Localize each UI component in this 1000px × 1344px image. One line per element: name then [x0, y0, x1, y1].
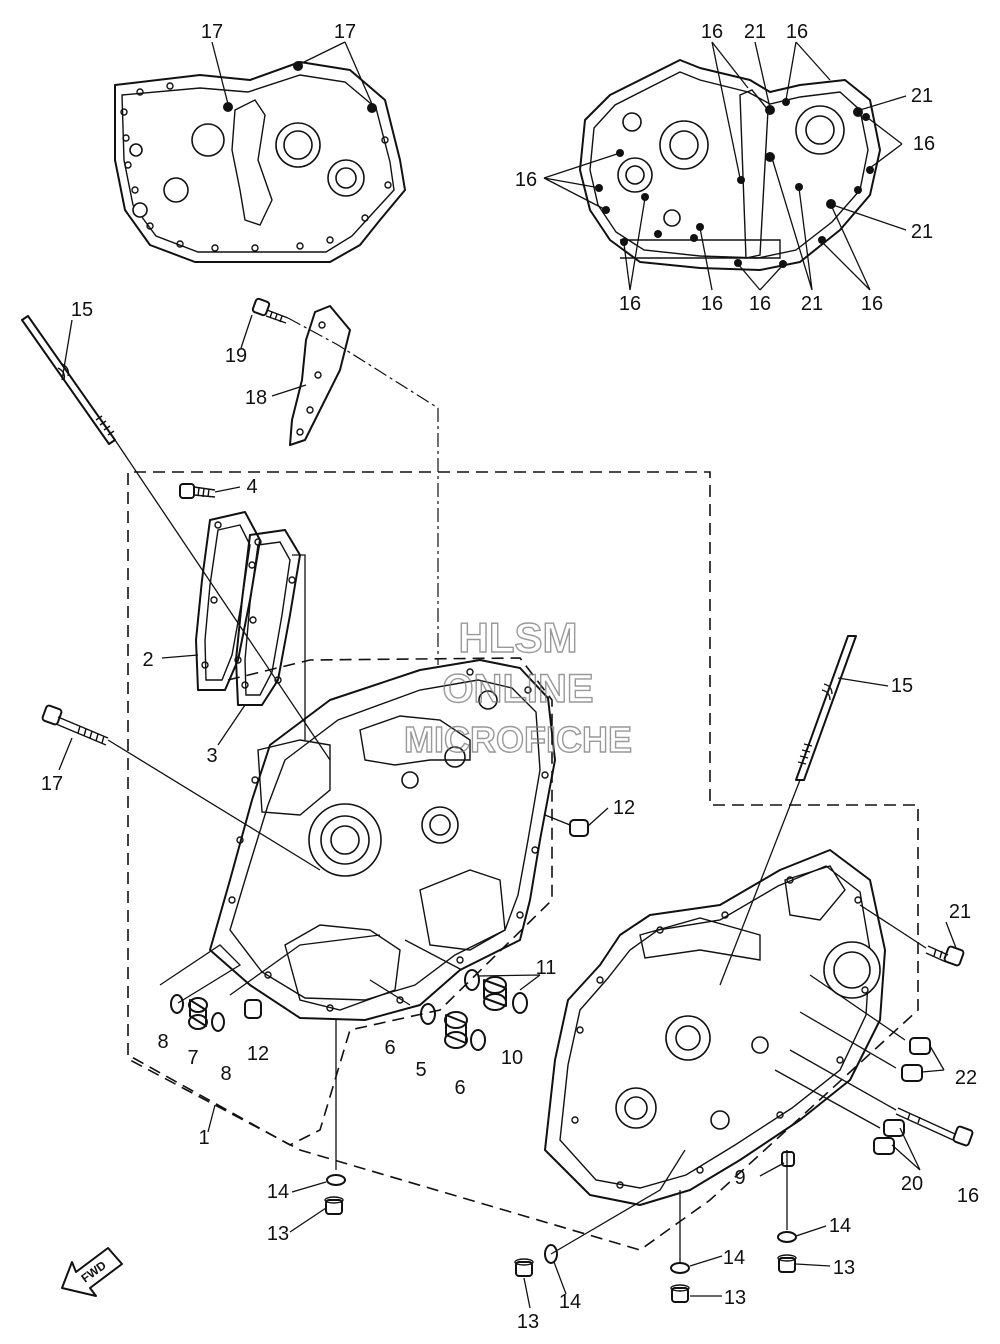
- bolt-16: [895, 1107, 974, 1147]
- callout-16b: 16: [786, 21, 808, 43]
- callout-5: 5: [415, 1059, 426, 1081]
- callout-19: 19: [225, 345, 247, 367]
- callout-7: 7: [187, 1047, 198, 1069]
- callout-13a: 13: [267, 1223, 289, 1245]
- callout-18: 18: [245, 387, 267, 409]
- callout-21e: 21: [949, 901, 971, 923]
- plug-9: [781, 1151, 795, 1167]
- callout-6b: 6: [454, 1077, 465, 1099]
- o-ring-6a: [420, 1003, 436, 1025]
- watermark-line-3: MICROFICHE: [404, 719, 632, 760]
- o-ring-11a: [464, 969, 480, 991]
- washer-14d: [777, 1231, 797, 1243]
- dowel-10: [483, 976, 507, 1011]
- bolt-17: [41, 704, 109, 746]
- callout-4: 4: [246, 476, 257, 498]
- callout-16f: 16: [701, 293, 723, 315]
- callout-1: 1: [198, 1127, 209, 1149]
- dowel-22a: [909, 1037, 931, 1055]
- bolt-19: [251, 297, 289, 324]
- callout-22: 22: [955, 1067, 977, 1089]
- callout-13c: 13: [724, 1287, 746, 1309]
- right-case-outline-inset: [579, 59, 881, 271]
- crankcase-assembly-outline: [127, 471, 919, 1251]
- washer-14b: [544, 1244, 558, 1264]
- gasket-3: [235, 529, 301, 706]
- callout-12a: 12: [247, 1043, 269, 1065]
- o-ring-11b: [512, 992, 528, 1014]
- callout-12b: 12: [613, 797, 635, 819]
- callout-6a: 6: [384, 1037, 395, 1059]
- callout-10: 10: [501, 1047, 523, 1069]
- callout-20: 20: [901, 1173, 923, 1195]
- dowel-20a: [883, 1119, 905, 1137]
- callout-16d: 16: [515, 169, 537, 191]
- callout-15b: 15: [891, 675, 913, 697]
- fwd-label: FWD: [78, 1258, 109, 1286]
- right-crankcase: [544, 849, 886, 1206]
- stud-bolt-right: [795, 635, 857, 781]
- callout-16g: 16: [749, 293, 771, 315]
- assembly-lines: [107, 317, 927, 1262]
- dowel-22b: [901, 1064, 923, 1082]
- callout-21d: 21: [801, 293, 823, 315]
- left-case-outline-inset: [114, 61, 406, 263]
- callout-16i: 16: [957, 1185, 979, 1207]
- callout-16h: 16: [861, 293, 883, 315]
- callout-14c: 14: [723, 1247, 745, 1269]
- callout-3: 3: [206, 745, 217, 767]
- callout-8a: 8: [157, 1031, 168, 1053]
- washer-14c: [670, 1262, 690, 1274]
- drain-bolt-13d: [777, 1254, 797, 1273]
- callout-17a: 17: [201, 21, 223, 43]
- dowel-5: [444, 1011, 468, 1049]
- gasket-2: [195, 511, 261, 691]
- o-ring-6b: [470, 1029, 486, 1051]
- cover-plate-18: [289, 305, 351, 446]
- callout-21b: 21: [911, 85, 933, 107]
- callout-11: 11: [536, 957, 557, 979]
- callout-21c: 21: [911, 221, 933, 243]
- washer-14a: [326, 1174, 346, 1186]
- callout-15a: 15: [71, 299, 93, 321]
- callout-16c: 16: [913, 133, 935, 155]
- callout-17b: 17: [334, 21, 356, 43]
- callouts: 17 17 16 21 16 21 16 16 21 16 16 16 21 1…: [41, 21, 979, 1333]
- callout-21a: 21: [744, 21, 766, 43]
- bolt-4: [179, 483, 216, 499]
- callout-9: 9: [734, 1167, 745, 1189]
- watermark-line-2: ONLINE: [442, 667, 593, 711]
- stud-bolt-left: [21, 315, 116, 445]
- o-ring-8b: [211, 1012, 225, 1032]
- dowel-7: [188, 997, 208, 1030]
- watermark: HLSM ONLINE MICROFICHE: [403, 613, 632, 760]
- callout-17c: 17: [41, 773, 63, 795]
- drain-bolt-13b: [514, 1258, 534, 1277]
- left-case-outline: [127, 657, 553, 1146]
- callout-13d: 13: [833, 1257, 855, 1279]
- drain-bolt-13c: [670, 1284, 690, 1303]
- callout-14d: 14: [829, 1215, 851, 1237]
- callout-leaders: [58, 41, 957, 1309]
- callout-16e: 16: [619, 293, 641, 315]
- callout-16a: 16: [701, 21, 723, 43]
- callout-8b: 8: [220, 1063, 231, 1085]
- dowel-20b: [873, 1137, 895, 1155]
- fwd-arrow-icon: FWD: [61, 1247, 123, 1297]
- dowel-12b: [569, 819, 589, 837]
- left-crankcase: [209, 659, 556, 1021]
- callout-2: 2: [142, 649, 153, 671]
- callout-14a: 14: [267, 1181, 289, 1203]
- watermark-line-1: HLSM: [459, 614, 578, 661]
- dowel-12a: [244, 999, 262, 1019]
- callout-14b: 14: [559, 1291, 581, 1313]
- drain-bolt-13a: [324, 1196, 344, 1215]
- callout-13b: 13: [517, 1311, 539, 1333]
- o-ring-8a: [170, 994, 184, 1014]
- bolt-21: [925, 945, 965, 967]
